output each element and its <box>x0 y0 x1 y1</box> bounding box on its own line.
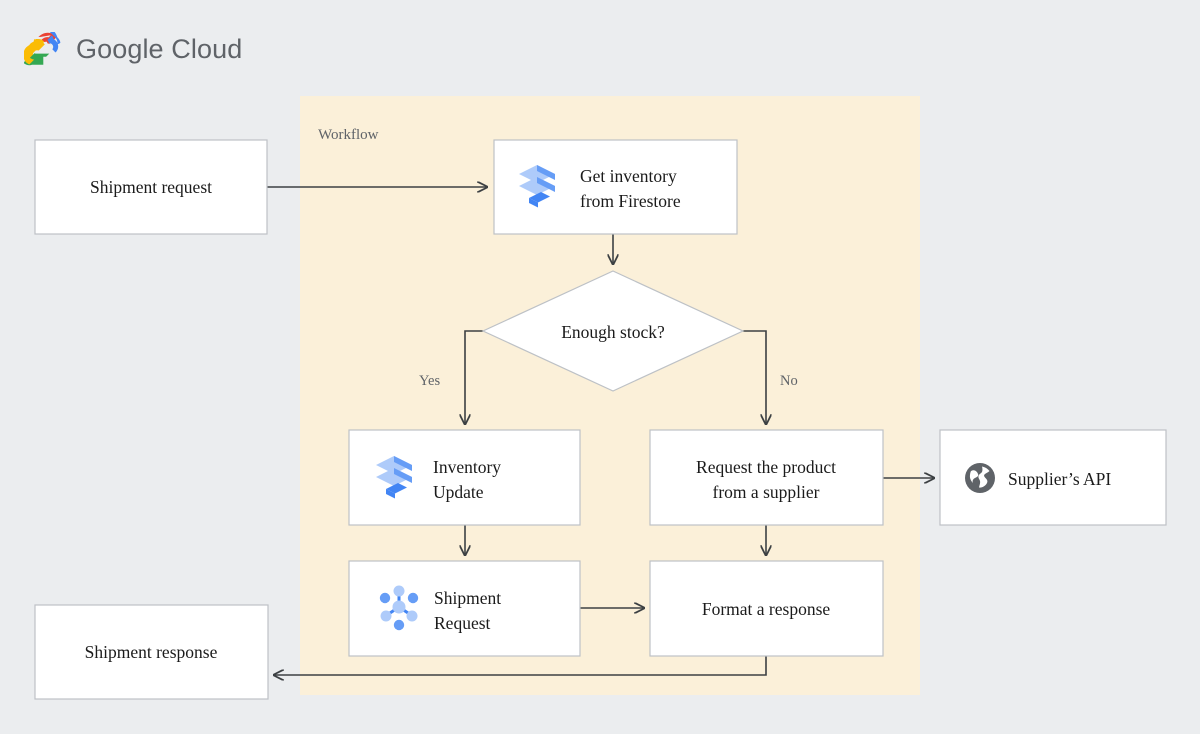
edge-label-no: No <box>780 373 798 389</box>
workflow-group-label: Workflow <box>318 127 379 143</box>
node-request-product-label-line1: Request the product <box>696 457 836 477</box>
node-inventory-update[interactable]: Inventory Update <box>348 429 581 526</box>
firestore-icon <box>519 165 555 208</box>
node-firestore-label-line2: from Firestore <box>580 191 681 211</box>
brand-google: Google <box>76 33 164 64</box>
node-firestore-label-line1: Get inventory <box>580 166 677 186</box>
node-enough-stock-decision[interactable]: Enough stock? <box>481 270 745 392</box>
firestore-icon <box>376 456 412 499</box>
node-inventory-update-label-line1: Inventory <box>433 457 501 477</box>
node-shipment-response[interactable]: Shipment response <box>34 604 269 700</box>
node-shipment-request-label: Shipment request <box>90 177 212 197</box>
google-cloud-brand: Google Cloud <box>23 27 242 70</box>
edge-decision-yes: Yes <box>419 330 483 424</box>
edge-format-to-shipment-response <box>274 656 767 675</box>
edge-label-yes: Yes <box>419 373 440 389</box>
node-suppliers-api[interactable]: Supplier’s API <box>939 429 1167 526</box>
google-cloud-logo-icon <box>23 27 64 66</box>
node-shipment-request-pubsub[interactable]: Shipment Request <box>348 560 581 657</box>
node-format-a-response[interactable]: Format a response <box>649 560 884 657</box>
node-suppliers-api-label: Supplier’s API <box>1008 469 1111 489</box>
node-shipment-request-pubsub-label-line2: Request <box>434 613 491 633</box>
edge-decision-no: No <box>743 330 798 424</box>
node-shipment-request[interactable]: Shipment request <box>34 139 268 235</box>
pubsub-icon <box>379 585 419 631</box>
node-request-product-from-supplier[interactable]: Request the product from a supplier <box>649 429 884 526</box>
node-shipment-response-label: Shipment response <box>85 642 218 662</box>
brand-name: Google Cloud <box>76 34 242 65</box>
node-format-a-response-label: Format a response <box>702 599 831 619</box>
brand-cloud: Cloud <box>171 33 243 64</box>
node-shipment-request-pubsub-label-line1: Shipment <box>434 588 501 608</box>
node-request-product-label-line2: from a supplier <box>713 482 820 502</box>
node-inventory-update-label-line2: Update <box>433 482 484 502</box>
node-get-inventory-from-firestore[interactable]: Get inventory from Firestore <box>493 139 738 235</box>
node-enough-stock-label: Enough stock? <box>561 322 665 342</box>
globe-icon <box>965 463 995 493</box>
